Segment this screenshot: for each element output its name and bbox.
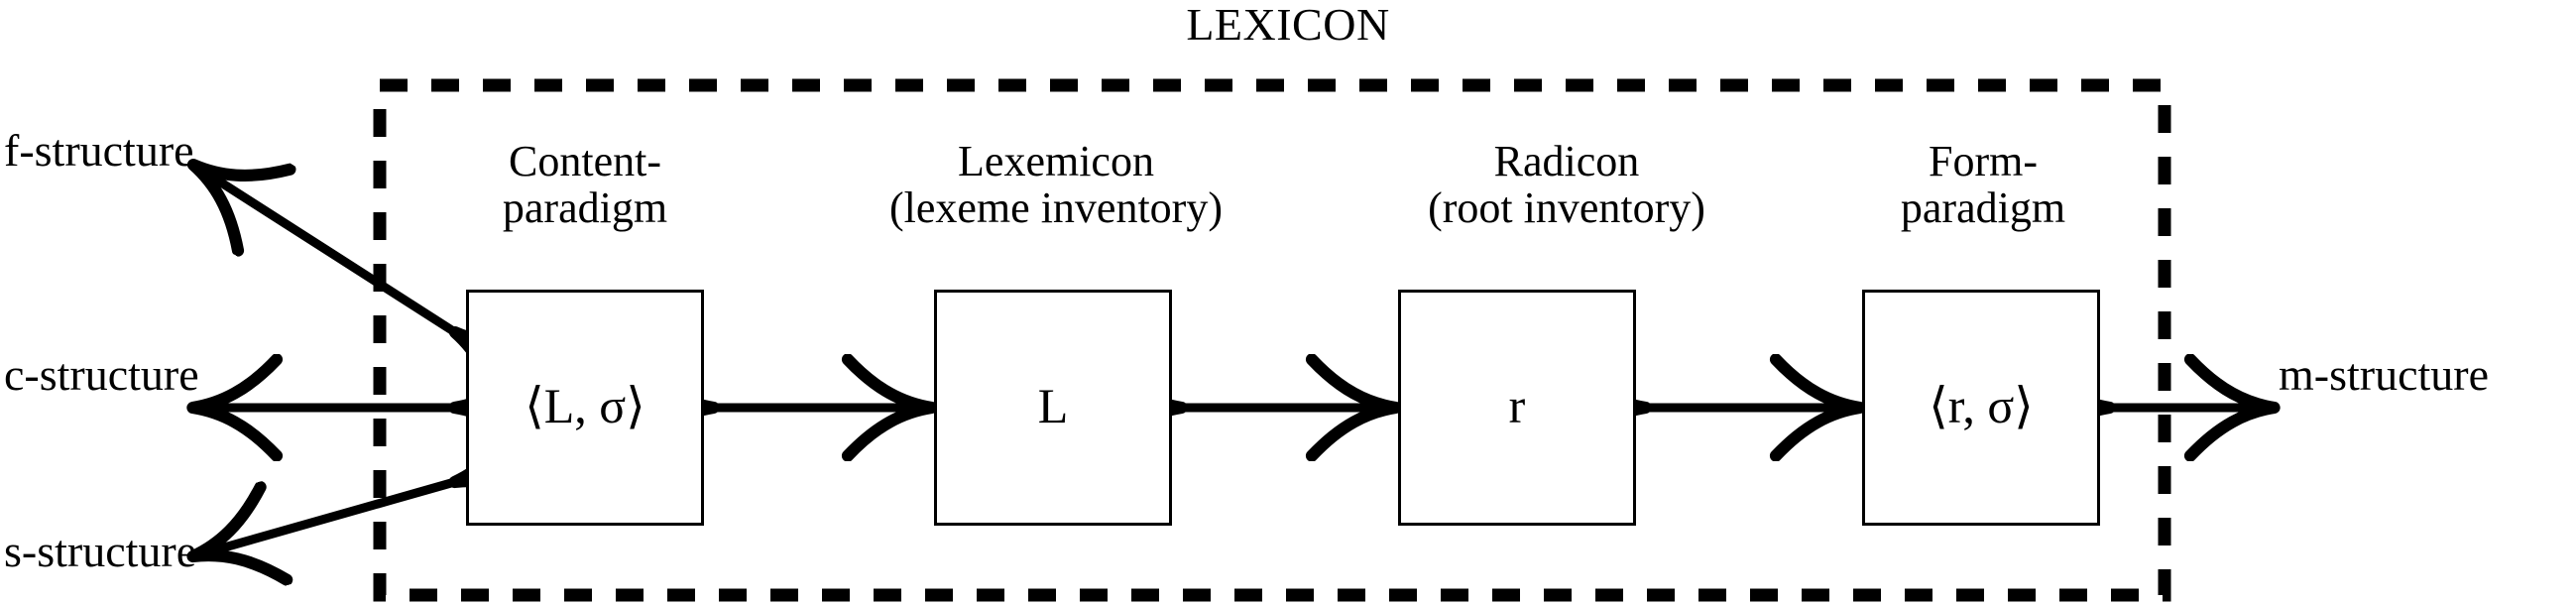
arrow-s-structure (196, 481, 458, 555)
caption-line-2: (root inventory) (1428, 182, 1705, 232)
box-content-label: L (1037, 378, 1069, 433)
box-lexemicon: L (934, 290, 1172, 526)
caption-content-paradigm: Content- paradigm (347, 137, 823, 232)
box-content-label: ⟨r, σ⟩ (1929, 378, 2034, 433)
caption-line-2: paradigm (502, 182, 668, 232)
label-m-structure: m-structure (2279, 349, 2490, 400)
caption-line-2: (lexeme inventory) (889, 182, 1223, 232)
diagram-title: LEXICON (1186, 0, 1390, 50)
caption-radicon: Radicon (root inventory) (1319, 137, 1815, 232)
caption-lexemicon: Lexemicon (lexeme inventory) (768, 137, 1344, 232)
caption-line-1: Content- (509, 137, 661, 185)
caption-form-paradigm: Form- paradigm (1745, 137, 2221, 232)
arrow-f-structure (196, 167, 458, 334)
caption-line-1: Form- (1929, 137, 2038, 185)
label-f-structure: f-structure (4, 125, 194, 176)
box-radicon: r (1398, 290, 1636, 526)
caption-line-1: Lexemicon (958, 137, 1154, 185)
label-s-structure: s-structure (4, 526, 197, 576)
box-content-label: r (1508, 378, 1526, 433)
caption-line-1: Radicon (1493, 137, 1640, 185)
label-c-structure: c-structure (4, 349, 199, 400)
box-content-label: ⟨L, σ⟩ (525, 378, 645, 433)
box-content-paradigm: ⟨L, σ⟩ (466, 290, 704, 526)
box-form-paradigm: ⟨r, σ⟩ (1862, 290, 2100, 526)
caption-line-2: paradigm (1900, 182, 2066, 232)
